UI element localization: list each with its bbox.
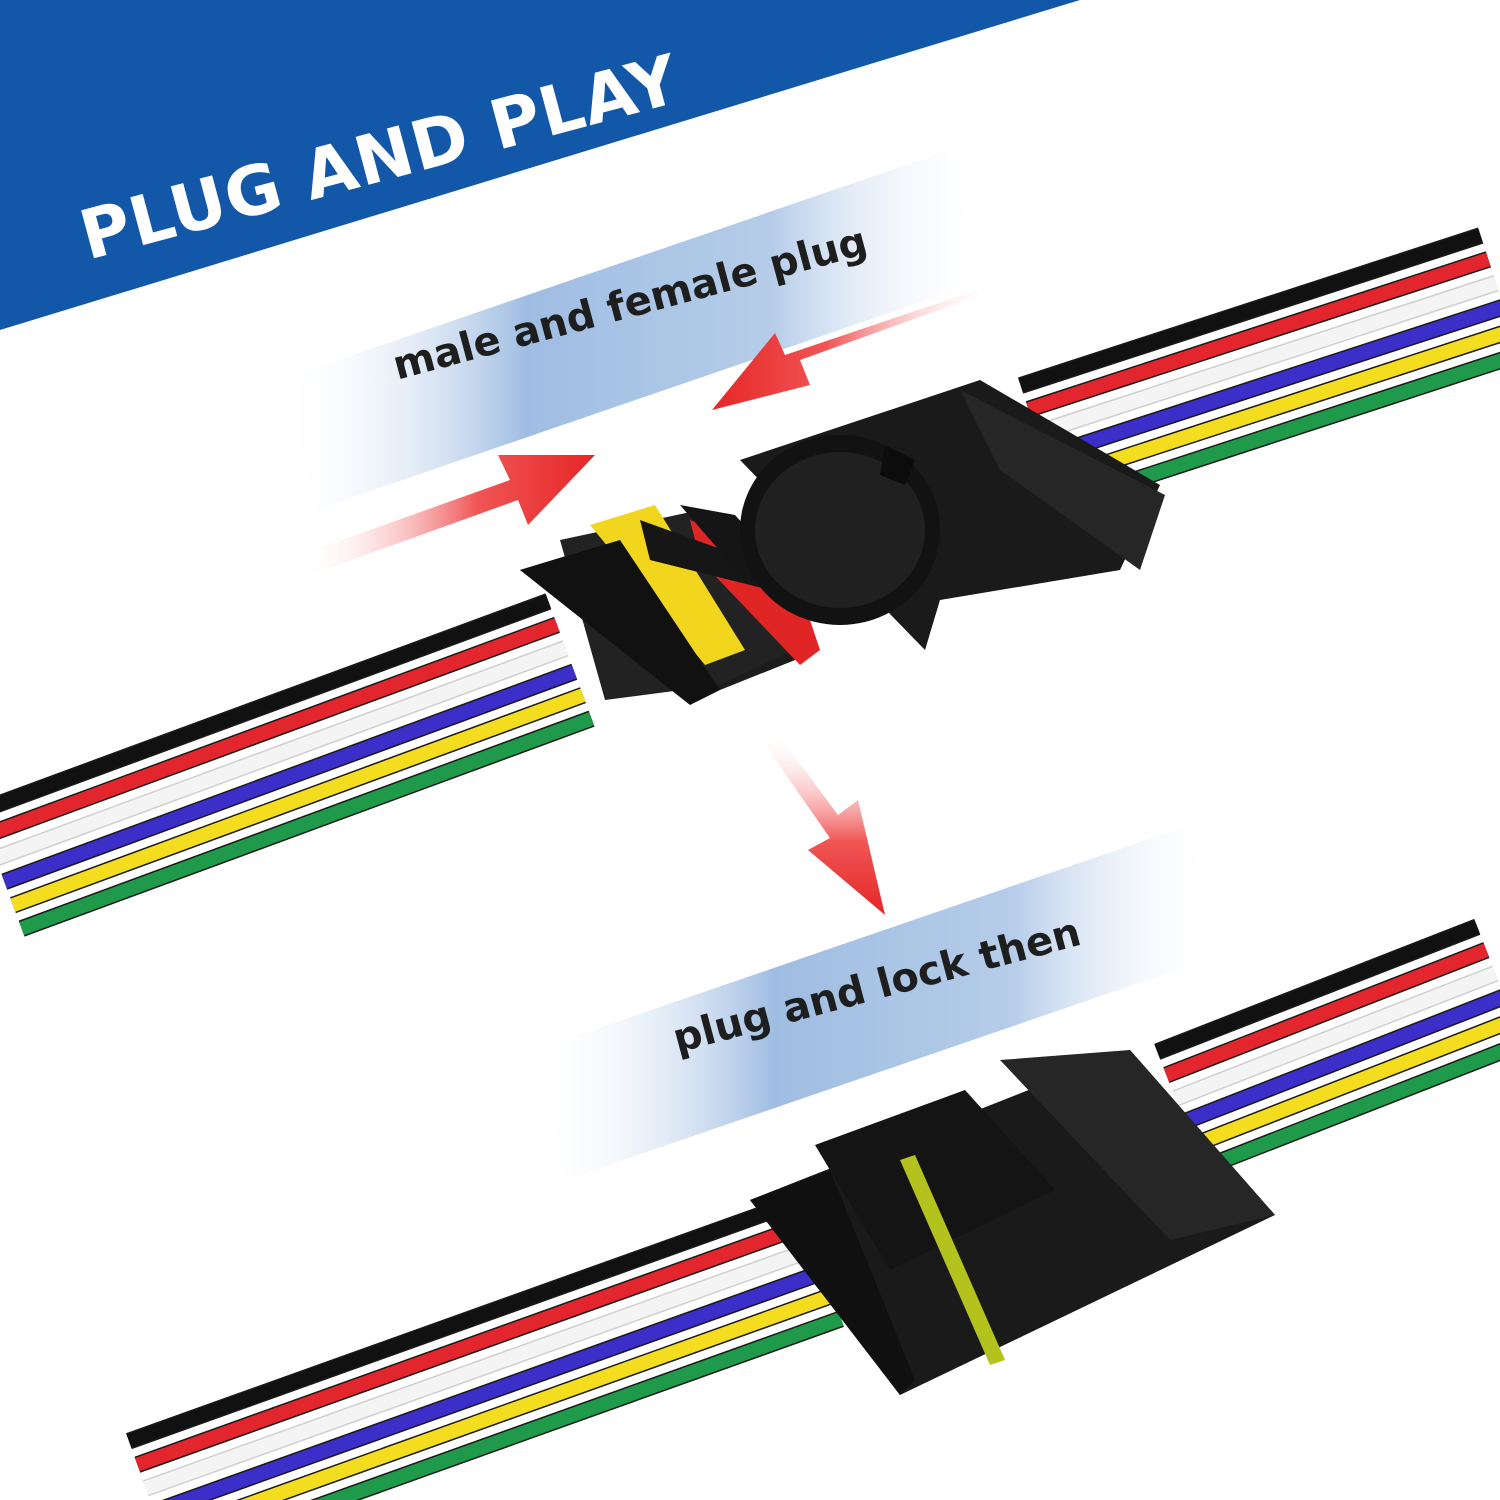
wire <box>1163 943 1489 1082</box>
title-banner <box>0 0 1080 330</box>
green-seal <box>900 1155 1005 1365</box>
wire <box>1041 300 1500 464</box>
wire <box>0 618 560 838</box>
wire-bundle-bottom-left <box>126 1193 844 1500</box>
wire <box>1191 1017 1500 1152</box>
wire-bundle-left <box>0 593 595 937</box>
wire <box>0 594 551 811</box>
wire-bundle-bottom-right <box>1154 918 1500 1177</box>
arrow-right-icon <box>300 455 595 575</box>
wire <box>1026 252 1491 417</box>
wire <box>314 1312 844 1500</box>
arrow-left-icon <box>712 285 1000 410</box>
yellow-seal <box>590 505 745 665</box>
wire <box>1049 327 1500 488</box>
wire <box>143 1241 819 1495</box>
wire <box>134 1218 810 1472</box>
male-connector <box>740 380 1165 650</box>
wire <box>240 1288 836 1500</box>
wire <box>126 1194 802 1448</box>
wire <box>1172 966 1498 1105</box>
wire <box>1200 1044 1500 1175</box>
wire <box>1 665 577 889</box>
label-band-2 <box>535 825 1220 1180</box>
wire <box>166 1265 827 1500</box>
wire <box>10 688 586 912</box>
wire <box>19 712 595 936</box>
wire <box>1154 920 1480 1059</box>
wire <box>1182 990 1500 1129</box>
wire <box>1018 228 1483 393</box>
wire <box>1033 276 1499 440</box>
female-connector <box>520 505 820 705</box>
label-band-1 <box>280 150 985 510</box>
arrow-down-icon <box>765 730 885 915</box>
mated-connector <box>750 1050 1275 1395</box>
wire <box>0 641 569 865</box>
